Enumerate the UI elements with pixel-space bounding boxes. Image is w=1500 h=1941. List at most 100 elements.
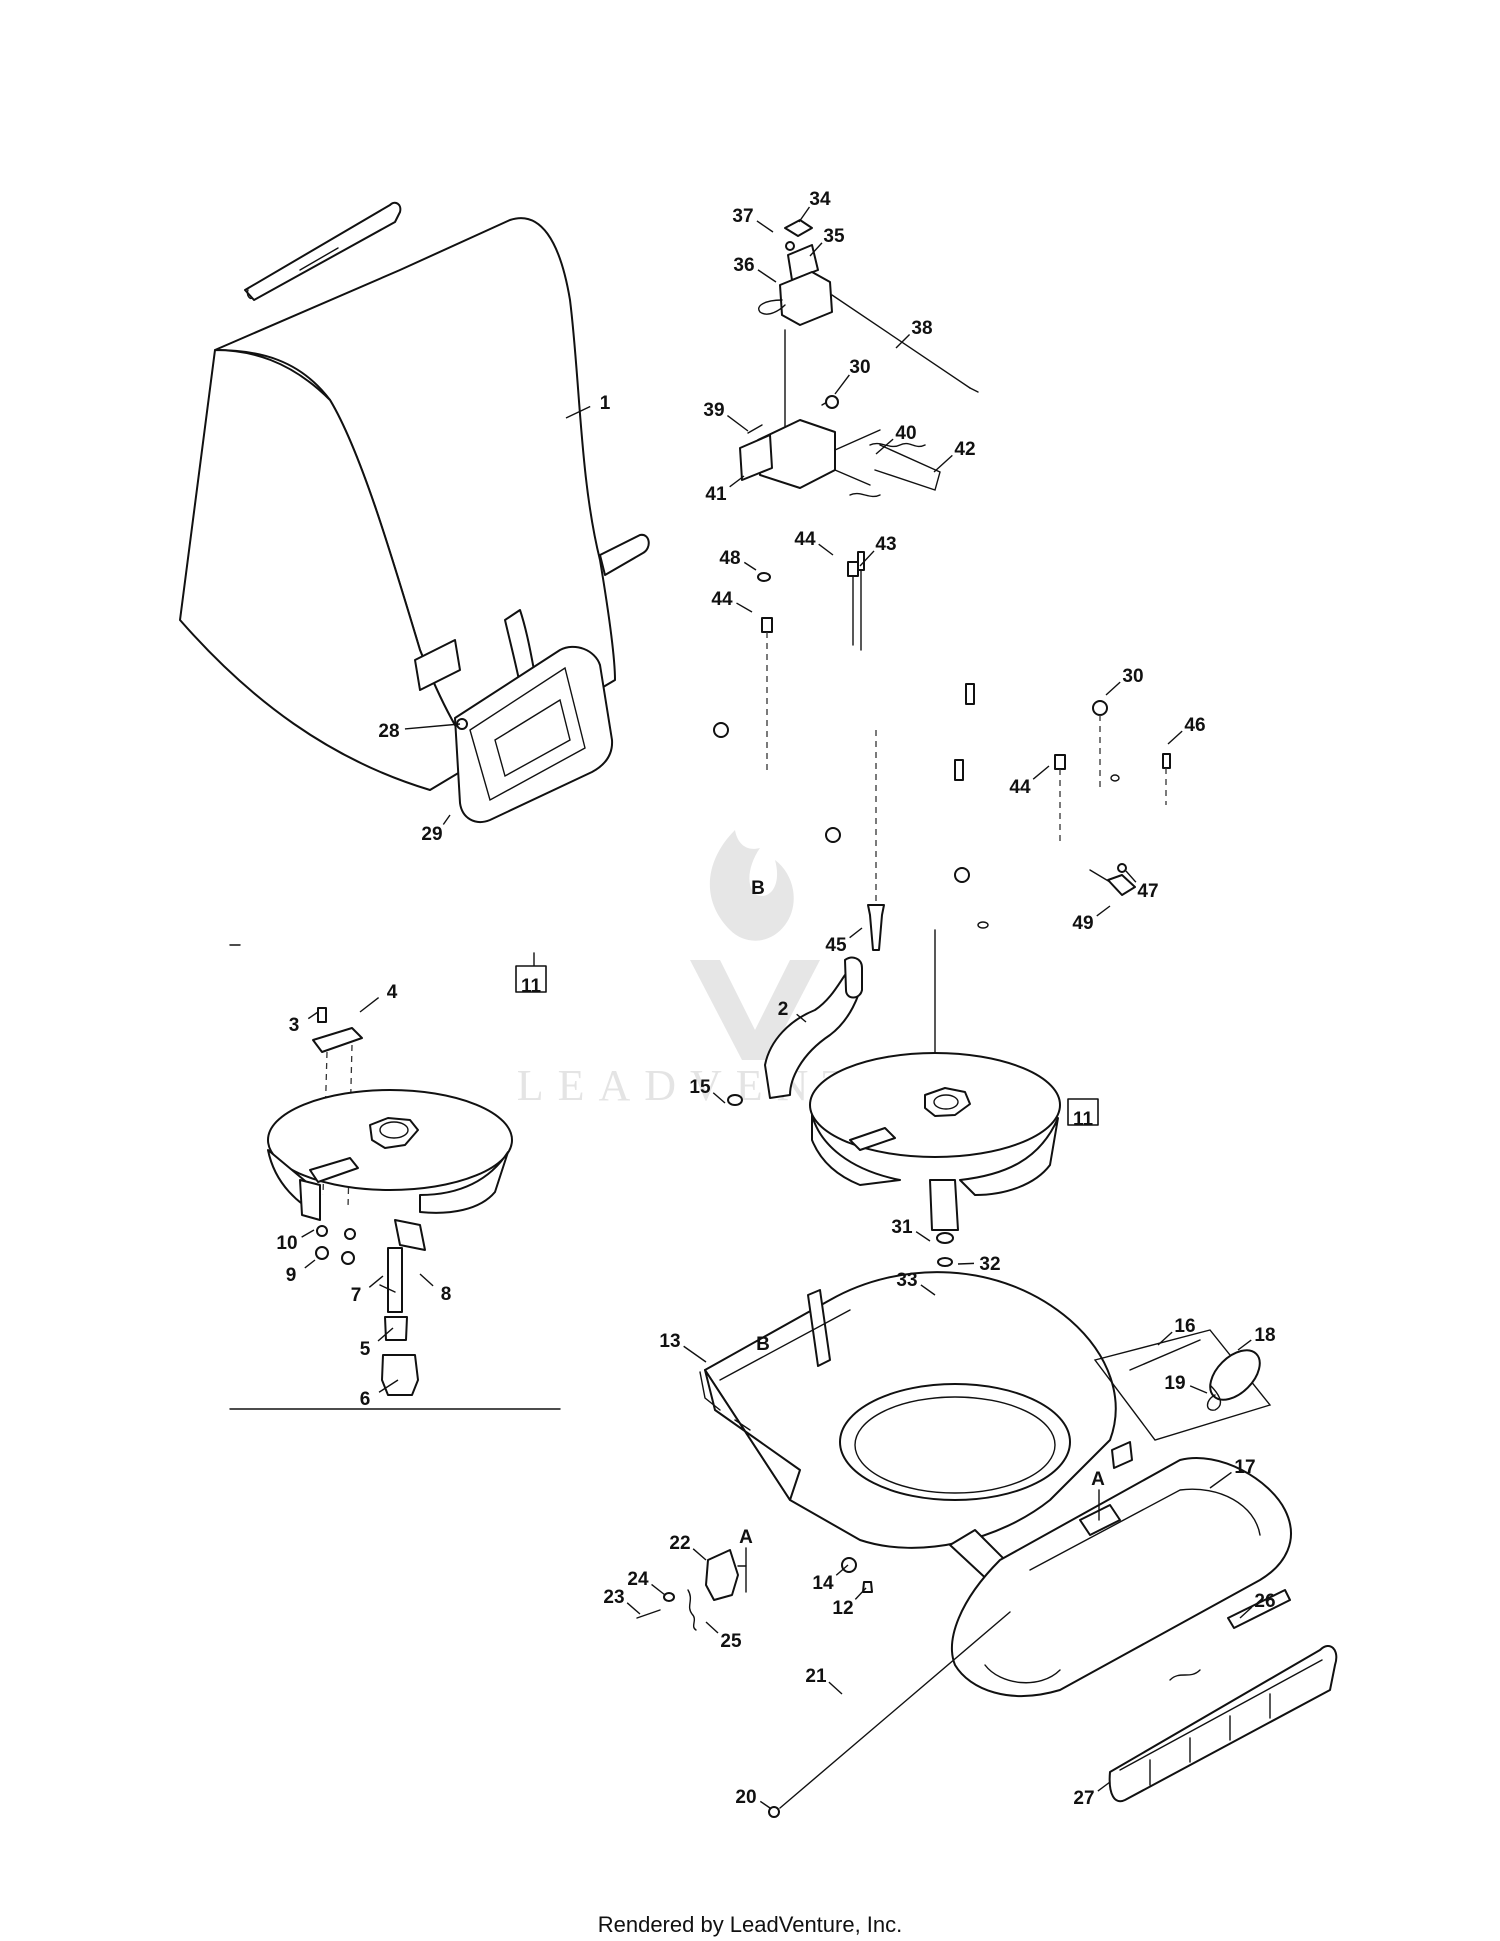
callout-leader-line <box>834 374 850 395</box>
callout-number: 42 <box>954 439 975 460</box>
callout-leader-line <box>377 1327 394 1342</box>
deflector-actuator-assembly <box>739 219 979 498</box>
part-27-flap-assembly <box>1108 1589 1338 1803</box>
callout-6: 6 <box>360 1379 399 1410</box>
callout-44: 44 <box>1009 765 1050 798</box>
callout-leader-line <box>1239 1606 1253 1619</box>
callout-leader-line <box>809 242 823 257</box>
callout-39: 39 <box>703 400 749 432</box>
callout-number: 44 <box>711 589 733 610</box>
callout-leader-line <box>712 1092 726 1104</box>
callout-number: 46 <box>1184 715 1205 736</box>
callout-number: 2 <box>778 999 789 1020</box>
callout-leader-line <box>1189 1385 1208 1394</box>
callout-number: 41 <box>705 484 727 505</box>
callout-number: 47 <box>1137 881 1158 902</box>
callout-35: 35 <box>809 226 845 257</box>
callout-number: 30 <box>1122 666 1143 687</box>
callout-38: 38 <box>895 318 933 349</box>
lever-assembly <box>636 1547 1011 1818</box>
callout-leader-line <box>368 1275 384 1288</box>
callout-12: 12 <box>832 1587 867 1619</box>
callout-22: 22 <box>669 1533 707 1561</box>
callout-number: 20 <box>735 1787 756 1808</box>
callout-number: 43 <box>875 534 896 555</box>
callout-leader-line <box>359 997 380 1013</box>
callout-26: 26 <box>1239 1591 1276 1619</box>
callout-leader-line <box>818 543 834 556</box>
callout-number: 16 <box>1174 1316 1195 1337</box>
callout-21: 21 <box>805 1666 843 1695</box>
reference-letter-a: A <box>1091 1469 1105 1490</box>
part-29-bag-adapter <box>454 645 614 823</box>
callout-leader-line <box>895 334 911 349</box>
callout-number: 44 <box>794 529 816 550</box>
callout-number: 34 <box>809 189 831 210</box>
boxed-ref-number: 11 <box>521 976 542 997</box>
callout-29: 29 <box>421 814 451 845</box>
callout-37: 37 <box>732 206 774 233</box>
callout-number: 5 <box>360 1339 371 1360</box>
callout-number: 28 <box>378 721 399 742</box>
callout-number: 29 <box>421 824 442 845</box>
callout-leader-line <box>692 1548 707 1561</box>
part-13-blower-housing <box>699 1271 1117 1611</box>
callout-18: 18 <box>1237 1325 1276 1351</box>
callout-number: 10 <box>276 1233 297 1254</box>
callout-1: 1 <box>565 393 611 419</box>
callout-number: 33 <box>896 1270 917 1291</box>
fasteners-group <box>713 551 1171 951</box>
part-1-collection-bag <box>179 201 650 791</box>
callout-number: 15 <box>689 1077 711 1098</box>
callout-number: 40 <box>895 423 916 444</box>
callout-number: 22 <box>669 1533 690 1554</box>
callout-number: 38 <box>911 318 932 339</box>
callout-leader-line <box>1096 905 1111 917</box>
callout-45: 45 <box>825 927 863 956</box>
deflector-pivot-detail <box>1093 1329 1272 1441</box>
callout-10: 10 <box>276 1229 315 1254</box>
callout-number: 25 <box>720 1631 742 1652</box>
callout-leader-line <box>736 602 753 613</box>
callout-number: 18 <box>1254 1325 1275 1346</box>
flame-logo-icon <box>709 830 794 941</box>
callout-8: 8 <box>419 1273 451 1305</box>
callout-leader-line <box>835 1564 849 1576</box>
callout-leader-line <box>798 206 811 223</box>
callout-number: 23 <box>603 1587 624 1608</box>
callout-leader-line <box>920 1284 936 1296</box>
footer-credit: Rendered by LeadVenture, Inc. <box>597 1912 903 1937</box>
callout-leader-line <box>828 1681 843 1695</box>
callout-number: 49 <box>1072 913 1093 934</box>
reference-letter-b: B <box>756 1334 770 1355</box>
callout-41: 41 <box>705 475 745 505</box>
callout-leader-line <box>727 414 749 432</box>
callout-4: 4 <box>359 982 398 1013</box>
callout-leader-line <box>683 1345 707 1363</box>
part-17-discharge-chute <box>951 1441 1292 1697</box>
callout-leader-line <box>759 1800 771 1809</box>
callout-number: 39 <box>703 400 724 421</box>
callout-leader-line <box>743 561 757 571</box>
callout-leader-line <box>304 1259 316 1269</box>
callout-24: 24 <box>627 1569 666 1596</box>
callout-leader-line <box>1105 681 1121 696</box>
callout-32: 32 <box>957 1254 1001 1275</box>
callout-49: 49 <box>1072 905 1111 934</box>
callout-leader-line <box>757 269 777 283</box>
callout-5: 5 <box>360 1327 394 1360</box>
boxed-ref-number: 11 <box>1073 1109 1094 1130</box>
callout-number: 12 <box>832 1598 853 1619</box>
callout-leader-line <box>651 1583 666 1596</box>
callout-leader-line <box>442 814 451 825</box>
left-impeller-detail <box>229 944 561 1410</box>
callout-number: 19 <box>1164 1373 1185 1394</box>
callout-leader-line <box>859 550 875 567</box>
callout-47: 47 <box>1125 870 1159 902</box>
callout-44: 44 <box>794 529 834 556</box>
reference-letter-a: A <box>739 1527 753 1548</box>
reference-letter-b: B <box>751 878 765 899</box>
